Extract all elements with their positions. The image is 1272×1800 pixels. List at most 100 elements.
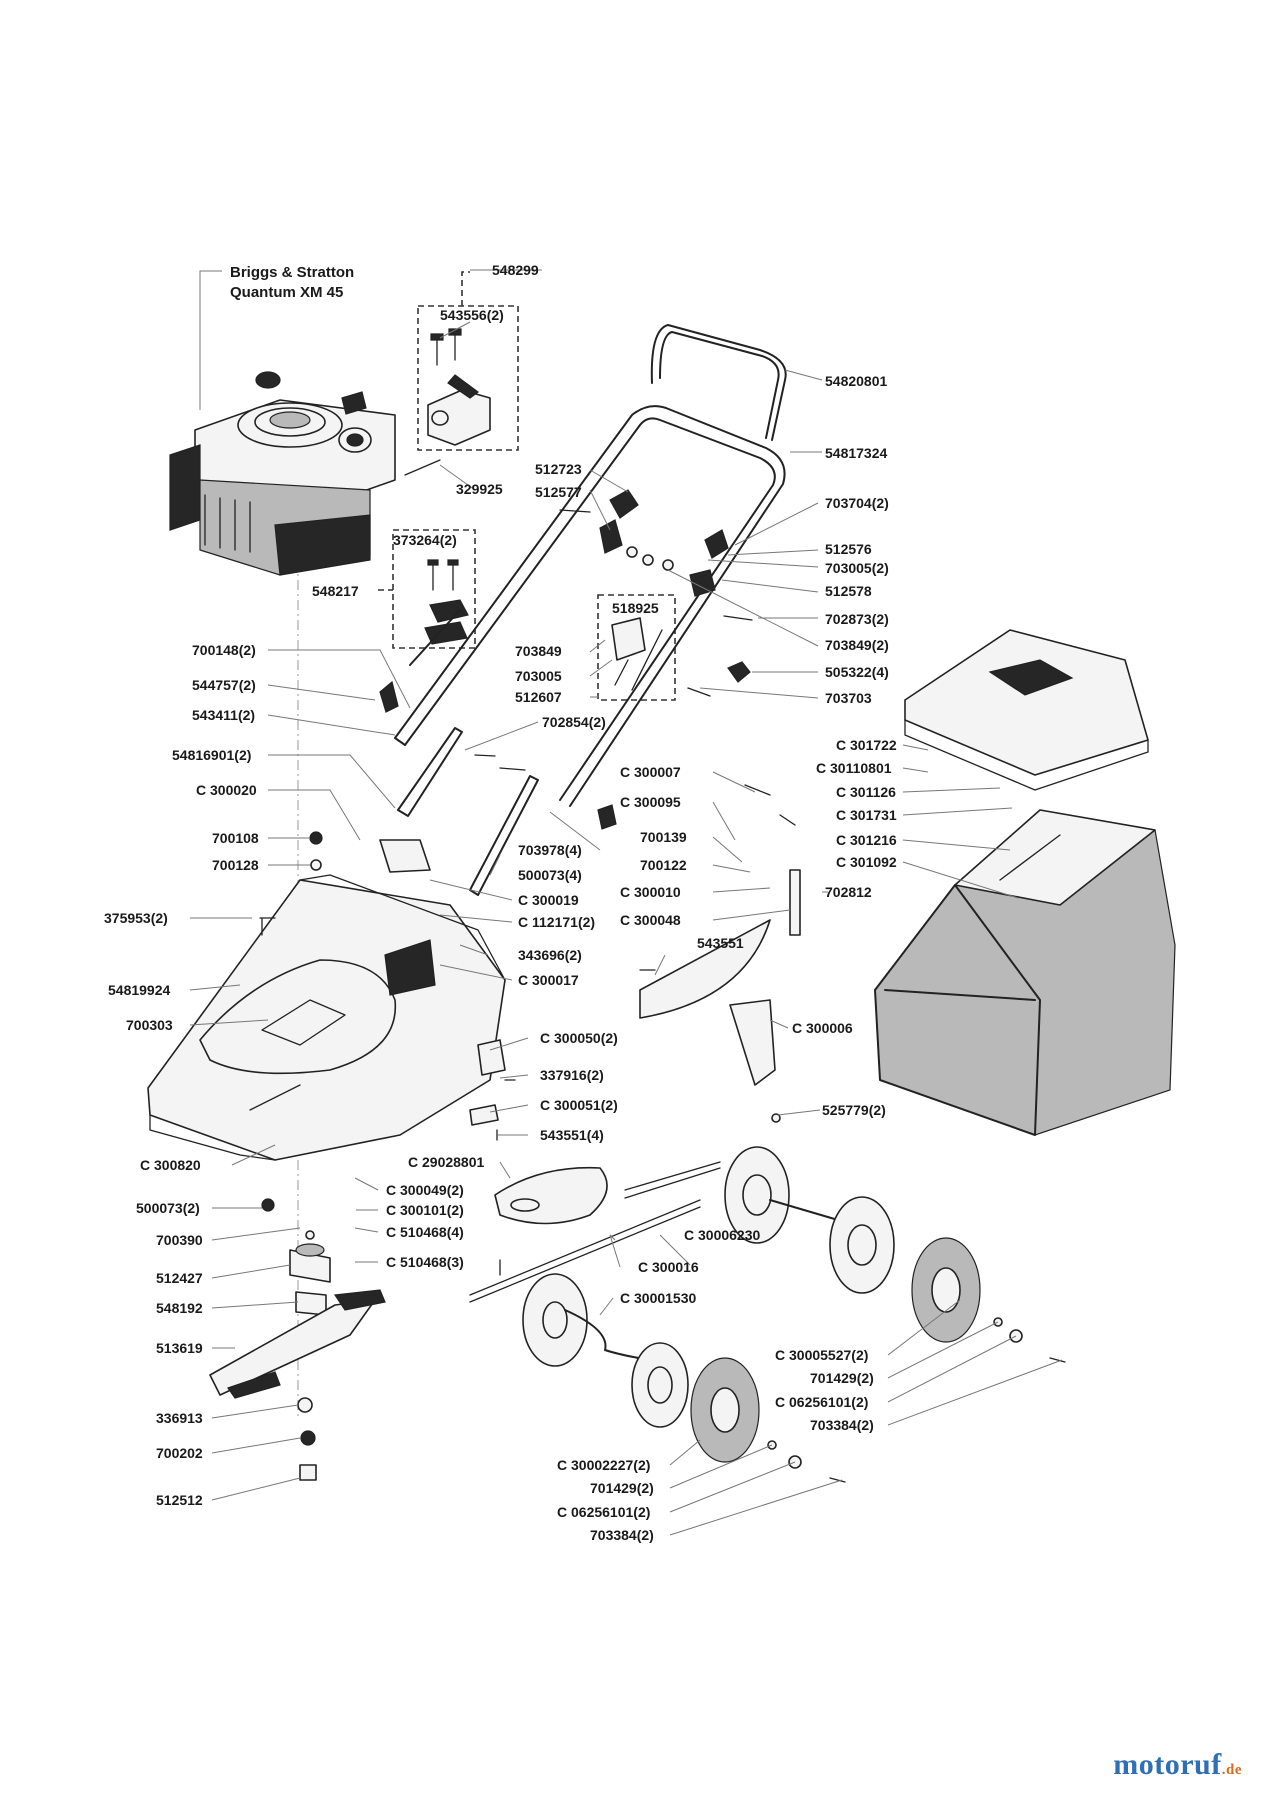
part-label: 703978(4)	[518, 842, 582, 858]
part-label: 512577	[535, 484, 582, 500]
part-label: C 30002227(2)	[557, 1457, 650, 1473]
part-label: C 300101(2)	[386, 1202, 464, 1218]
part-label: C 300019	[518, 892, 579, 908]
part-label: C 300016	[638, 1259, 699, 1275]
part-label: C 300048	[620, 912, 681, 928]
part-label: C 300050(2)	[540, 1030, 618, 1046]
part-label: C 300095	[620, 794, 681, 810]
watermark-suffix: .de	[1221, 1762, 1242, 1778]
part-label: 703005(2)	[825, 560, 889, 576]
part-label: C 112171(2)	[518, 914, 595, 930]
part-label: 512512	[156, 1492, 203, 1508]
leader-lines	[189, 269, 1063, 1536]
motoruf-watermark: motoruf.de	[1113, 1748, 1242, 1782]
part-labels: Briggs & Stratton Quantum XM 45 548299 5…	[104, 262, 897, 1543]
part-label: C 301216	[836, 832, 897, 848]
part-label: 702812	[825, 884, 872, 900]
part-label: 512723	[535, 461, 582, 477]
handle-drawing	[379, 324, 787, 896]
grassbox-drawing	[874, 809, 1176, 1136]
part-label: 512578	[825, 583, 872, 599]
part-label: C 30005527(2)	[775, 1347, 868, 1363]
blade-assembly-drawing	[209, 1243, 386, 1481]
part-label: C 30001530	[620, 1290, 697, 1306]
part-label: C 300006	[792, 1020, 853, 1036]
engine-name-line1: Briggs & Stratton	[230, 264, 354, 281]
part-label: 703384(2)	[590, 1527, 654, 1543]
part-label: C 301731	[836, 807, 897, 823]
part-label: C 301722	[836, 737, 897, 753]
part-label: 700108	[212, 830, 259, 846]
part-label: 512607	[515, 689, 562, 705]
part-label: 54820801	[825, 373, 888, 389]
part-label: C 301092	[836, 854, 897, 870]
part-label: 543551(4)	[540, 1127, 604, 1143]
part-label: C 300007	[620, 764, 681, 780]
part-label: 702873(2)	[825, 611, 889, 627]
part-label: 54816901(2)	[172, 747, 251, 763]
part-label: C 30006230	[684, 1227, 761, 1243]
part-label: 548217	[312, 583, 359, 599]
part-label: 701429(2)	[590, 1480, 654, 1496]
part-label: 548192	[156, 1300, 203, 1316]
part-label: 703849(2)	[825, 637, 889, 653]
rear-flap-drawing	[469, 784, 801, 1126]
part-label: 373264(2)	[393, 532, 457, 548]
watermark-main: motoruf	[1113, 1748, 1222, 1781]
part-label: 544757(2)	[192, 677, 256, 693]
part-label: 700390	[156, 1232, 203, 1248]
part-label: C 06256101(2)	[775, 1394, 868, 1410]
part-label: 700148(2)	[192, 642, 256, 658]
part-329925-drawing	[404, 459, 441, 476]
part-label: 703005	[515, 668, 562, 684]
part-label: 700303	[126, 1017, 173, 1033]
engine-name-line2: Quantum XM 45	[230, 284, 343, 301]
wheels-drawing	[522, 1146, 1066, 1483]
grassbox-lid-drawing	[904, 629, 1149, 791]
part-label: C 300051(2)	[540, 1097, 618, 1113]
part-label: C 300017	[518, 972, 579, 988]
part-label: 54817324	[825, 445, 888, 461]
part-label: 513619	[156, 1340, 203, 1356]
part-label: 329925	[456, 481, 503, 497]
part-label: 703704(2)	[825, 495, 889, 511]
part-label: C 06256101(2)	[557, 1504, 650, 1520]
part-label: C 300020	[196, 782, 257, 798]
part-label: 518925	[612, 600, 659, 616]
part-label: C 300049(2)	[386, 1182, 464, 1198]
part-label: 700128	[212, 857, 259, 873]
hardware-drawing	[259, 831, 781, 1276]
part-label: C 300820	[140, 1157, 201, 1173]
part-label: 700139	[640, 829, 687, 845]
part-label: 375953(2)	[104, 910, 168, 926]
part-label: 703384(2)	[810, 1417, 874, 1433]
part-label: 505322(4)	[825, 664, 889, 680]
part-label: C 510468(3)	[386, 1254, 464, 1270]
part-label: 336913	[156, 1410, 203, 1426]
part-label: 500073(2)	[136, 1200, 200, 1216]
part-label: 337916(2)	[540, 1067, 604, 1083]
part-label: 500073(4)	[518, 867, 582, 883]
part-label: 54819924	[108, 982, 171, 998]
part-label: 700122	[640, 857, 687, 873]
part-label: 543551	[697, 935, 744, 951]
part-label: 703849	[515, 643, 562, 659]
axle-rods-drawing	[469, 1161, 721, 1303]
part-label: C 300010	[620, 884, 681, 900]
engine-drawing	[169, 371, 396, 576]
part-label: C 29028801	[408, 1154, 485, 1170]
part-label: 701429(2)	[810, 1370, 874, 1386]
deck-drawing	[147, 839, 506, 1161]
part-label: 548299	[492, 262, 539, 278]
kit-518925-drawing	[597, 594, 676, 701]
part-label: 702854(2)	[542, 714, 606, 730]
part-label: 700202	[156, 1445, 203, 1461]
part-label: 512427	[156, 1270, 203, 1286]
kit-548299-drawing	[417, 271, 519, 451]
part-label: 703703	[825, 690, 872, 706]
part-label: C 510468(4)	[386, 1224, 464, 1240]
part-label: 343696(2)	[518, 947, 582, 963]
part-label: 543411(2)	[192, 707, 255, 723]
part-label: 512576	[825, 541, 872, 557]
